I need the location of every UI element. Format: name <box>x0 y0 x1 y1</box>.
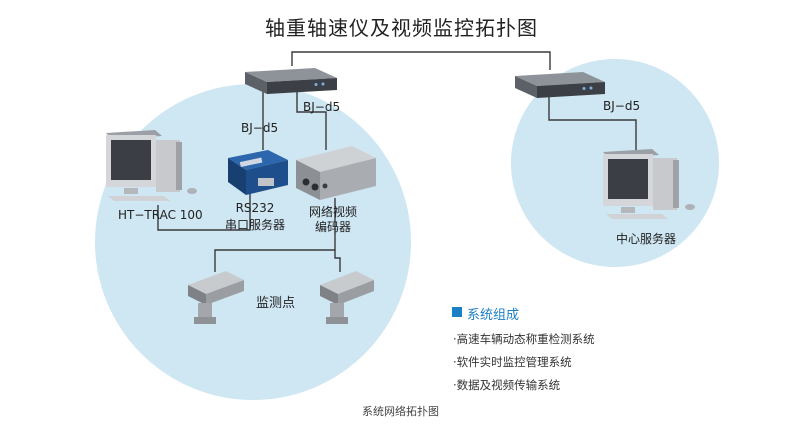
ht-trac-label: HT−TRAC 100 <box>118 208 203 222</box>
center-server-label: 中心服务器 <box>616 232 677 246</box>
rs232-sub-label: 串口服务器 <box>224 218 285 232</box>
monitor-point-label: 监测点 <box>256 296 296 311</box>
rs232-label: RS232 <box>235 201 275 215</box>
left-rs232-link-label: BJ−d5 <box>241 121 279 135</box>
connection-lines <box>157 51 637 272</box>
encoder-label: 网络视频 <box>308 205 357 219</box>
right-link-label: BJ−d5 <box>603 99 641 113</box>
left-rack-server-icon <box>245 68 337 94</box>
legend-item: ·软件实时监控管理系统 <box>453 355 572 369</box>
ht-trac-computer-icon <box>106 130 197 201</box>
monitoring-camera-right-icon <box>320 271 374 324</box>
legend-item: ·高速车辆动态称重检测系统 <box>453 332 595 346</box>
monitoring-camera-left-icon <box>188 271 244 324</box>
right-rack-server-icon <box>515 72 605 98</box>
diagram-title: 轴重轴速仪及视频监控拓扑图 <box>265 16 538 40</box>
left-encoder-link-label: BJ−d5 <box>303 100 341 114</box>
legend-heading: 系统组成 <box>467 308 520 323</box>
video-encoder-icon <box>296 146 376 200</box>
legend-square-icon <box>452 307 462 317</box>
encoder-sub-label: 编码器 <box>314 220 351 234</box>
legend-item: ·数据及视频传输系统 <box>453 378 561 392</box>
figure-caption: 系统网络拓扑图 <box>362 405 439 418</box>
rs232-serial-server-icon <box>228 150 288 195</box>
center-server-computer-icon <box>603 149 695 219</box>
